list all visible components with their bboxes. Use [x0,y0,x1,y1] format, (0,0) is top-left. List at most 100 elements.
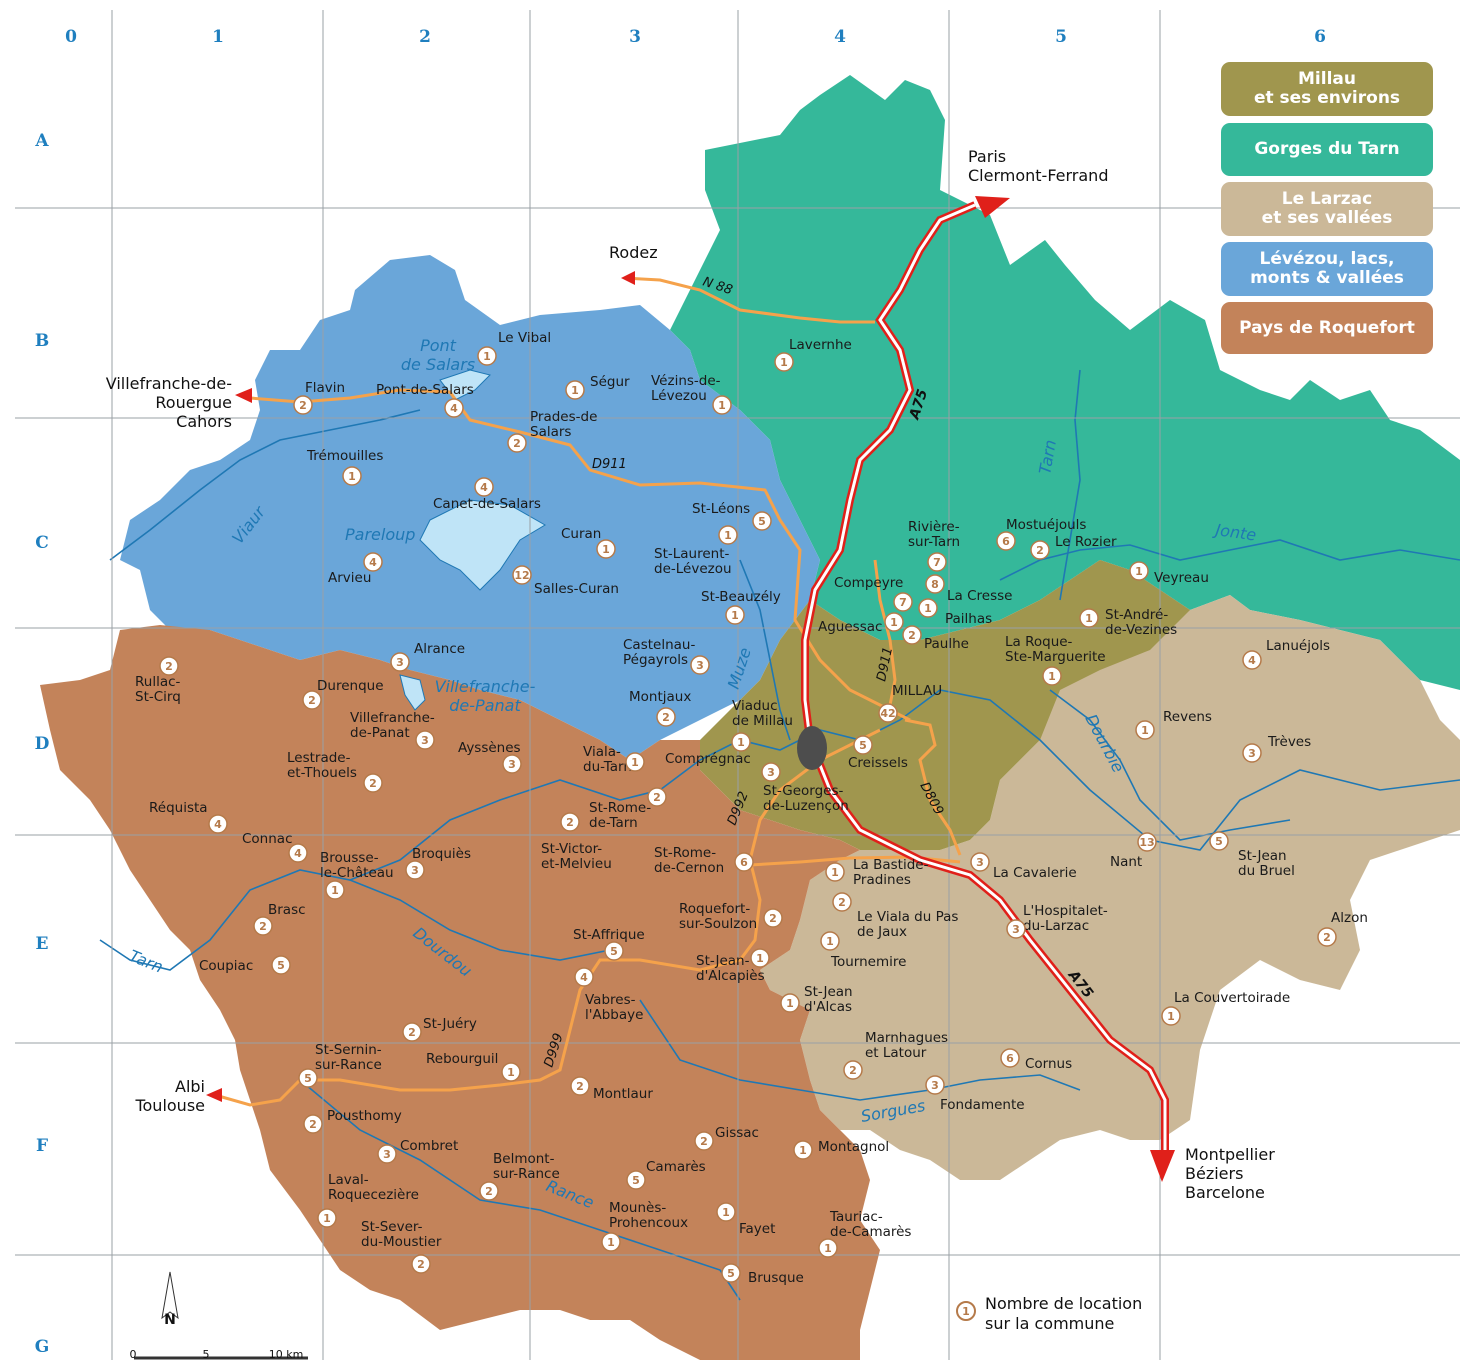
count-badge-viala-du-tarn [625,752,645,772]
count-value-rullac-st-cirq: 2 [165,660,173,673]
row-label-a: A [34,131,49,151]
count-badge-pont-de-salars [444,398,464,418]
arrow-west [235,388,252,403]
town-label-la-roque-ste-marguerite: La Roque-Ste-Marguerite [1005,634,1106,665]
town-label-brusque: Brusque [748,1270,804,1286]
count-value-pailhas: 7 [899,596,907,609]
count-value-cornus: 6 [1006,1052,1014,1065]
count-value-st-jean-d-alcapies: 1 [756,952,764,965]
col-label-5: 5 [1055,27,1067,47]
arrow-rodez [621,271,635,285]
count-value-millau: 42 [880,707,895,720]
note-badge-circle [956,1301,976,1321]
count-value-tremouilles: 1 [348,470,356,483]
town-label-tremouilles: Trémouilles [306,448,383,464]
count-badge-roquefort-sur-soulzon [763,908,783,928]
count-badge-compeyre [925,574,945,594]
count-value-canet-de-salars: 4 [480,481,488,494]
count-value-la-bastide-pradines: 1 [831,866,839,879]
count-badge-cornus [1000,1048,1020,1068]
count-value-roquefort-sur-soulzon: 2 [769,912,777,925]
count-value-tournemire: 1 [826,935,834,948]
count-value-alzon: 2 [1323,931,1331,944]
count-badge-le-vibal [477,346,497,366]
grid-labels: 0 1 2 3 4 5 6 A B C D E F G [34,27,1326,1357]
roads [214,201,1169,1150]
count-badge-segur [565,380,585,400]
town-label-alzon: Alzon [1331,910,1368,926]
count-value-le-viala-du-pas-de-jaux: 2 [838,896,846,909]
legend-roquefort: Pays de Roquefort [1221,302,1433,354]
count-badge-st-affrique [604,941,624,961]
count-badge-curan [596,539,616,559]
destination-rodez: Rodez [609,243,658,262]
town-label-st-victor-et-melvieu: St-Victor-et-Melvieu [541,841,612,872]
legend-millau: Millau et ses environs [1221,62,1433,116]
count-badge-st-jean-d-alcas [780,993,800,1013]
town-label-roquefort-sur-soulzon: Roquefort-sur-Soulzon [679,901,757,932]
town-label-connac: Connac [242,831,293,847]
col-label-6: 6 [1314,27,1326,47]
count-value-requista: 4 [214,818,222,831]
town-label-lestrade-et-thouels: Lestrade-et-Thouels [287,750,357,781]
count-value-villefranche-de-panat: 3 [421,734,429,747]
count-badge-lavernhe [774,352,794,372]
river-rance [299,1079,741,1301]
count-value-st-affrique: 5 [610,945,618,958]
count-value-connac: 4 [294,847,302,860]
town-label-treves: Trèves [1267,734,1311,750]
count-badge-mounes-prohencoux [601,1232,621,1252]
count-badge-canet-de-salars [474,477,494,497]
town-label-le-rozier: Le Rozier [1055,534,1117,550]
count-badge-aguessac [884,612,904,632]
label-villefranche-de-panat-lake: Villefranche-de-Panat [435,677,536,715]
region-roquefort [40,625,880,1360]
town-label-st-georges-de-luzencon: St-Georges-de-Luzençon [763,783,849,814]
count-badge-compregnac [647,787,667,807]
count-value-compregnac: 2 [653,791,661,804]
north-arrow: N [161,1271,179,1328]
count-badge-mostuejouls [996,531,1016,551]
count-value-la-couvertoirade: 1 [1167,1010,1175,1023]
count-value-creissels: 5 [859,739,867,752]
count-badge-montagnol [793,1140,813,1160]
note-badge: 1 [956,1301,976,1321]
count-value-revens: 1 [1141,724,1149,737]
count-value-l-hospitalet-du-larzac: 3 [1012,923,1020,936]
town-label-la-couvertoirade: La Couvertoirade [1174,990,1290,1006]
town-label-montjaux: Montjaux [629,689,691,705]
millau-viaduct-marker [797,726,827,770]
town-label-vezins-de-levezou: Vézins-de-Lévezou [651,373,721,404]
town-label-flavin: Flavin [305,380,345,396]
count-value-veyreau: 1 [1135,565,1143,578]
count-value-rebourguil: 1 [507,1066,515,1079]
count-value-st-andre-de-vezines: 1 [1085,612,1093,625]
count-value-brasc: 2 [259,920,267,933]
town-label-st-leons: St-Léons [692,501,750,517]
count-value-mostuejouls: 6 [1002,535,1010,548]
count-badge-st-georges-de-luzencon [761,762,781,782]
count-badge-fondamente [925,1075,945,1095]
label-d911-north: D911 [874,646,896,683]
count-value-st-georges-de-luzencon: 3 [767,766,775,779]
row-label-c: C [35,533,49,553]
town-label-le-vibal: Le Vibal [498,330,551,346]
count-badge-nant [1137,832,1157,852]
count-badge-prades-de-salars [507,433,527,453]
count-badge-st-andre-de-vezines [1079,608,1099,628]
row-label-f: F [36,1136,48,1156]
count-badge-st-rome-de-tarn [560,812,580,832]
count-value-paulhe: 2 [908,629,916,642]
count-badge-arvieu [363,552,383,572]
count-badge-brusque [721,1263,741,1283]
town-label-st-rome-de-cernon: St-Rome-de-Cernon [654,845,724,876]
scale-10: 10 km [269,1348,304,1360]
count-badge-riviere-sur-tarn [927,552,947,572]
river-sorgues [639,999,1081,1101]
count-value-laval-roqueceziere: 1 [323,1212,331,1225]
count-badge-creissels [853,735,873,755]
count-badge-camares [626,1170,646,1190]
